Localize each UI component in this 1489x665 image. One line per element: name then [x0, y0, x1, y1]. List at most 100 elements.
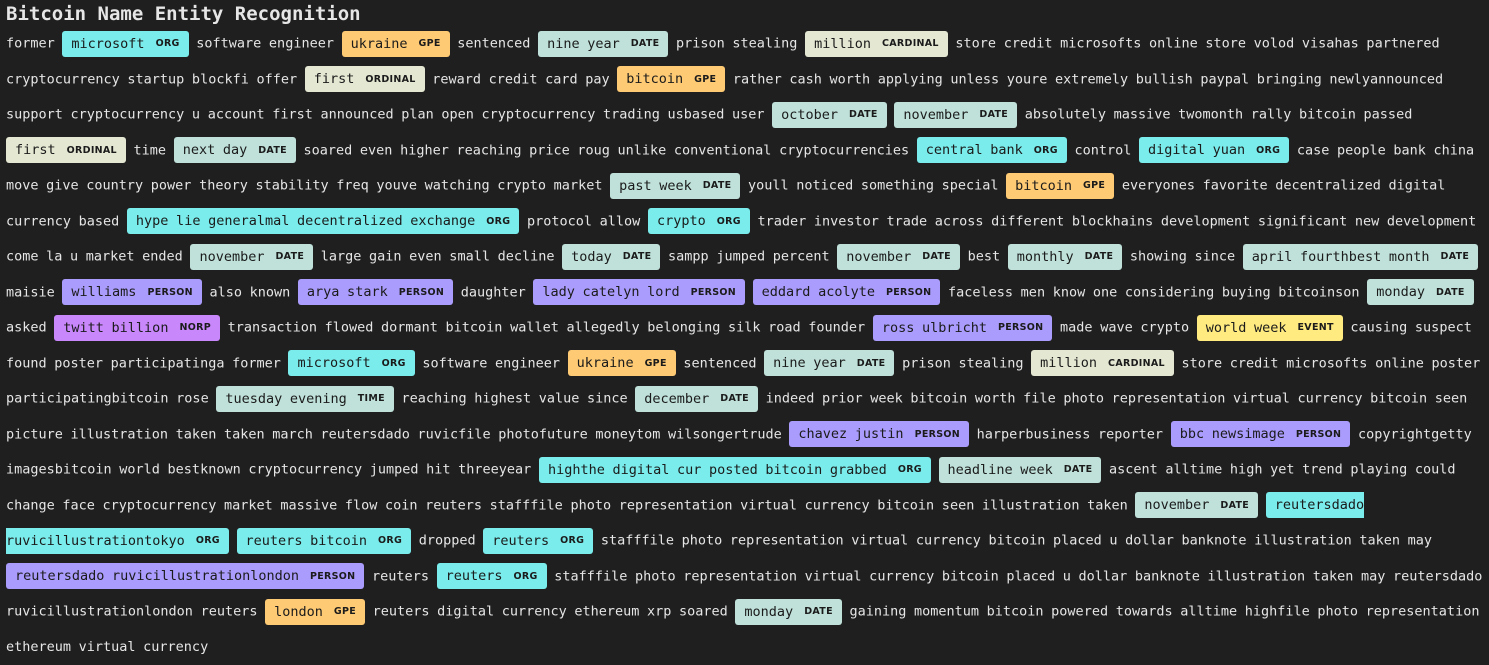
plain-text: everyones favorite decentralized digital… — [6, 177, 1446, 230]
plain-text: sampp jumped percent — [660, 248, 838, 265]
entity-text: tuesday evening — [225, 390, 347, 407]
entity-text: world week — [1205, 319, 1287, 336]
entity-label: ORG — [381, 357, 406, 369]
plain-text — [745, 284, 753, 300]
entity-org: hype lie generalmal decentralized exchan… — [126, 208, 520, 234]
entity-text: lady catelyn lord — [542, 284, 680, 300]
entity-label: DATE — [275, 251, 305, 262]
entity-text: london — [274, 603, 323, 620]
entity-text: central bank — [925, 142, 1023, 158]
plain-text: faceless men know one considering buying… — [940, 284, 1368, 300]
entity-text: williams — [71, 284, 137, 300]
plain-text: trader investor trade across different b… — [6, 213, 1477, 265]
entity-label: ORG — [377, 535, 403, 546]
plain-text: software engineer — [188, 35, 342, 52]
entity-text: headline week — [947, 461, 1053, 478]
entity-label: GPE — [1083, 180, 1106, 191]
entity-label: DATE — [622, 251, 652, 262]
entity-label: PERSON — [914, 428, 960, 440]
entity-text: monday — [744, 603, 794, 620]
entity-text: first — [313, 71, 355, 87]
entity-date: november DATE — [190, 243, 314, 270]
entity-label: PERSON — [309, 570, 356, 582]
plain-text: rather cash worth applying unless youre … — [6, 71, 1444, 123]
entity-date: monday DATE — [1367, 279, 1474, 305]
entity-text: monday — [1376, 284, 1425, 300]
entity-label: DATE — [720, 393, 749, 404]
entity-label: GPE — [694, 73, 717, 85]
entity-text: twitt billion — [63, 319, 169, 336]
entity-text: first — [15, 142, 56, 158]
entity-label: DATE — [804, 606, 833, 617]
plain-text: indeed prior week bitcoin worth file pho… — [6, 390, 1468, 443]
plain-text: dropped — [411, 532, 484, 549]
entity-label: DATE — [922, 251, 951, 262]
entity-label: CARDINAL — [1108, 357, 1165, 369]
plain-text — [931, 462, 939, 478]
plain-text: stafffile photo representation virtual c… — [593, 532, 1432, 549]
entity-label: PERSON — [885, 286, 932, 298]
entity-text: microsoft — [71, 35, 145, 52]
entity-label: DATE — [1440, 251, 1470, 262]
entity-label: PERSON — [398, 286, 445, 298]
entity-text: hype lie generalmal decentralized exchan… — [135, 213, 476, 229]
plain-text: sentenced — [449, 35, 539, 52]
entity-org: reuters ORG — [436, 563, 547, 589]
entity-label: ORG — [1033, 144, 1058, 156]
plain-text — [229, 533, 237, 549]
plain-text: control — [1066, 142, 1140, 158]
plain-text: causing suspect found poster participati… — [6, 319, 1472, 372]
entity-text: november — [846, 248, 912, 265]
entity-text: nine year — [547, 35, 620, 52]
entity-label: TIME — [357, 393, 385, 404]
entity-text: november — [1144, 497, 1210, 513]
plain-text: asked — [6, 319, 55, 336]
entity-text: reutersdado ruvicillustrationlondon — [15, 568, 299, 584]
entity-text: reutersdado ruvicillustrationtokyo — [6, 497, 1365, 549]
entity-person: reutersdado ruvicillustrationlondon PERSO… — [6, 563, 365, 589]
entity-label: DATE — [979, 109, 1009, 120]
plain-text: transaction flowed dormant bitcoin walle… — [219, 319, 873, 336]
entity-label: DATE — [1435, 286, 1465, 298]
plain-text: harperbusiness reporter — [969, 426, 1171, 442]
plain-text: reward credit card pay — [424, 71, 618, 87]
entity-label: ORG — [513, 570, 538, 582]
entity-gpe: bitcoin GPE — [1006, 172, 1115, 199]
entity-text: crypto — [656, 213, 706, 229]
entity-text: november — [199, 248, 265, 265]
plain-text: showing since — [1122, 248, 1243, 265]
entity-text: million — [1040, 355, 1098, 371]
plain-text: copyrightgetty imagesbitcoin world bestk… — [6, 426, 1472, 478]
entity-label: DATE — [1084, 251, 1114, 262]
plain-text: prison stealing — [668, 35, 806, 52]
plain-text: stafffile photo representation virtual c… — [6, 568, 1483, 620]
entity-time: tuesday evening TIME — [216, 385, 394, 412]
plain-text: reaching highest value since — [393, 390, 636, 407]
entity-text: bitcoin — [1015, 177, 1073, 194]
entity-text: digital yuan — [1148, 142, 1246, 158]
entity-text: bitcoin — [626, 71, 684, 87]
entity-gpe: bitcoin GPE — [617, 66, 726, 92]
entity-text: reuters — [445, 568, 503, 584]
